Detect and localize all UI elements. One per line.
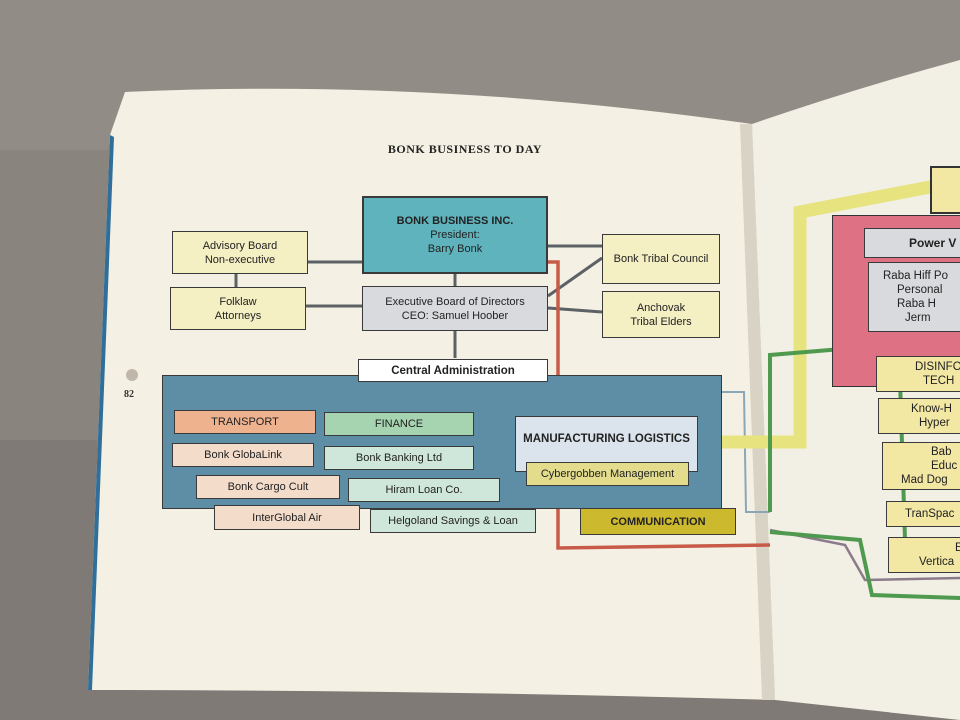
green-route-lower: [769, 530, 960, 600]
power-box: Power V: [864, 228, 960, 258]
vertica-box: E Vertica: [888, 537, 960, 573]
folklaw-line2: Attorneys: [214, 309, 262, 322]
transport-item: Bonk Cargo Cult: [196, 475, 340, 499]
folklaw-line1: Folklaw: [219, 295, 257, 308]
tribal-elders-line1: Anchovak: [636, 301, 686, 314]
transport-item: InterGlobal Air: [214, 505, 360, 530]
head-line1: President:: [430, 229, 480, 241]
connector-exec-elders: [547, 306, 603, 314]
finance-item: Hiram Loan Co.: [348, 478, 500, 502]
page-number: 82: [124, 389, 134, 400]
mauve-line: [769, 528, 960, 582]
disinfo-box: DISINFO TECH: [876, 356, 960, 392]
yellow-route: [698, 179, 937, 449]
advisory-line1: Advisory Board: [202, 239, 278, 252]
tribal-elders-box: Anchovak Tribal Elders: [602, 291, 720, 338]
raba-box: Raba Hiff Po Personal Raba H Jerm: [868, 262, 960, 332]
page-title: BONK BUSINESS TO DAY: [387, 142, 543, 156]
head-box: BONK BUSINESS INC. President: Barry Bonk: [362, 196, 548, 274]
right-top-box: [930, 166, 960, 214]
knowhow-box: Know-H Hyper: [878, 398, 960, 434]
transport-item: Bonk GlobaLink: [172, 443, 314, 467]
tribal-council-box: Bonk Tribal Council: [602, 234, 720, 284]
cybergobben-box: Cybergobben Management: [526, 462, 689, 486]
executive-line2: CEO: Samuel Hoober: [401, 309, 509, 322]
hole-punch: [126, 369, 138, 381]
book-edge: [88, 135, 114, 690]
communication-box: COMMUNICATION: [580, 508, 736, 535]
advisory-line2: Non-executive: [204, 253, 276, 266]
babe-box: Bab Educ Mad Dog: [882, 442, 960, 490]
blue-line: [722, 391, 770, 513]
tribal-council-label: Bonk Tribal Council: [613, 253, 709, 265]
folklaw-box: Folklaw Attorneys: [170, 287, 306, 330]
executive-line1: Executive Board of Directors: [385, 295, 525, 308]
transpac-box: TranSpac: [886, 501, 960, 527]
advisory-box: Advisory Board Non-executive: [172, 231, 308, 274]
finance-header: FINANCE: [324, 412, 474, 436]
finance-item: Helgoland Savings & Loan: [370, 509, 536, 533]
executive-box: Executive Board of Directors CEO: Samuel…: [362, 286, 548, 331]
head-line2: Barry Bonk: [427, 243, 483, 255]
head-title: BONK BUSINESS INC.: [396, 215, 514, 227]
central-admin-label: Central Administration: [358, 359, 548, 382]
finance-item: Bonk Banking Ltd: [324, 446, 474, 470]
gutter-shadow: [740, 124, 775, 700]
transport-header: TRANSPORT: [174, 410, 316, 434]
tribal-elders-line2: Tribal Elders: [630, 315, 692, 328]
